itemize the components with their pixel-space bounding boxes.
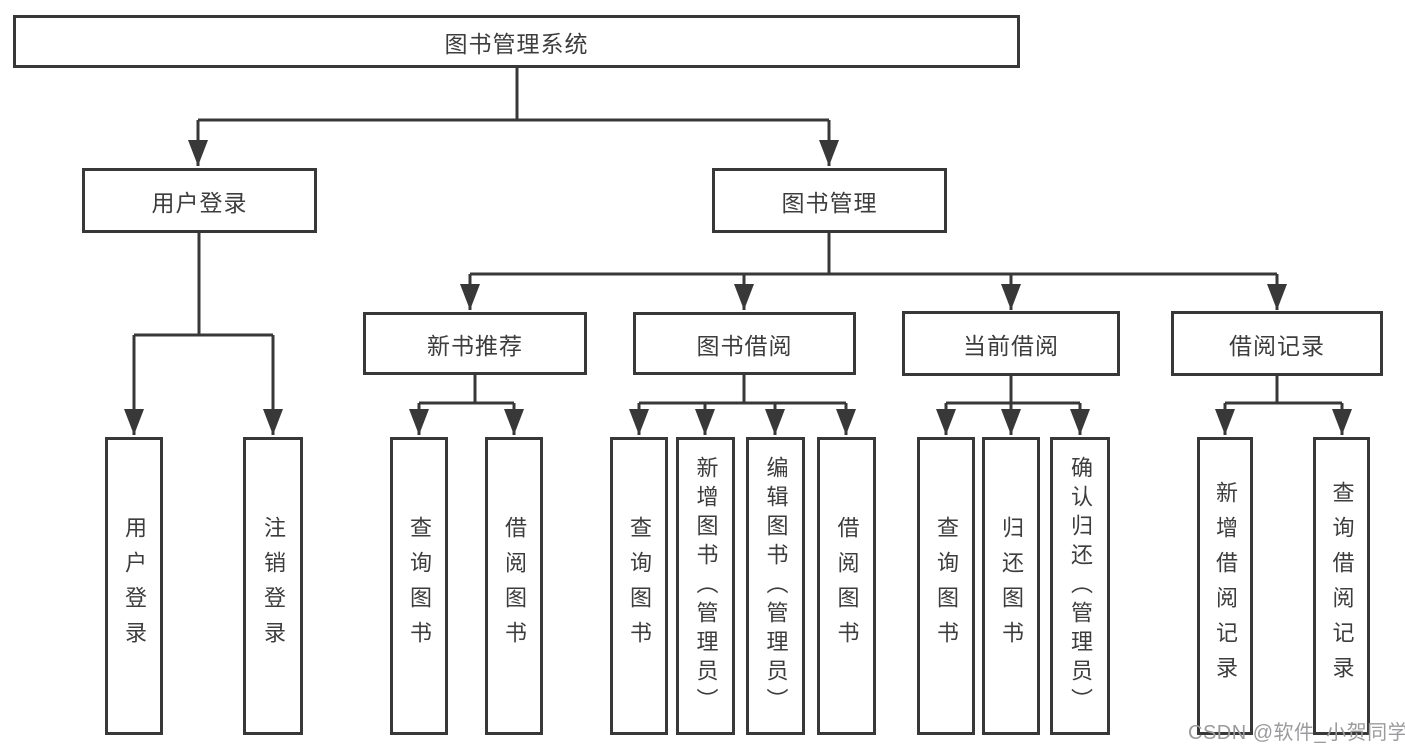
leaf-recommend-borrow-book: 借阅图书	[485, 437, 543, 735]
leaf-confirm-return-admin: 确认归还（管理员）	[1050, 437, 1110, 735]
node-user-login: 用户登录	[82, 168, 317, 233]
leaf-recommend-query-book: 查询图书	[390, 437, 448, 735]
watermark-credit: CSDN @软件_小贺同学	[1188, 722, 1405, 744]
leaf-borrow-book: 借阅图书	[817, 437, 876, 735]
leaf-edit-book-admin: 编辑图书（管理员）	[746, 437, 805, 735]
node-new-book-recommend: 新书推荐	[363, 312, 587, 375]
node-root: 图书管理系统	[13, 15, 1020, 68]
leaf-current-query-book: 查询图书	[917, 437, 975, 735]
node-borrow-record: 借阅记录	[1171, 311, 1383, 376]
node-book-management: 图书管理	[712, 168, 947, 233]
leaf-add-borrow-record: 新增借阅记录	[1197, 437, 1253, 735]
node-current-borrow: 当前借阅	[902, 311, 1120, 376]
leaf-add-book-admin: 新增图书（管理员）	[676, 437, 735, 735]
leaf-borrow-query-book: 查询图书	[610, 437, 668, 735]
leaf-user-login: 用户登录	[105, 437, 163, 735]
node-book-borrow: 图书借阅	[633, 312, 856, 375]
leaf-query-borrow-record: 查询借阅记录	[1313, 437, 1370, 735]
leaf-logout: 注销登录	[243, 437, 303, 735]
leaf-return-book: 归还图书	[982, 437, 1040, 735]
